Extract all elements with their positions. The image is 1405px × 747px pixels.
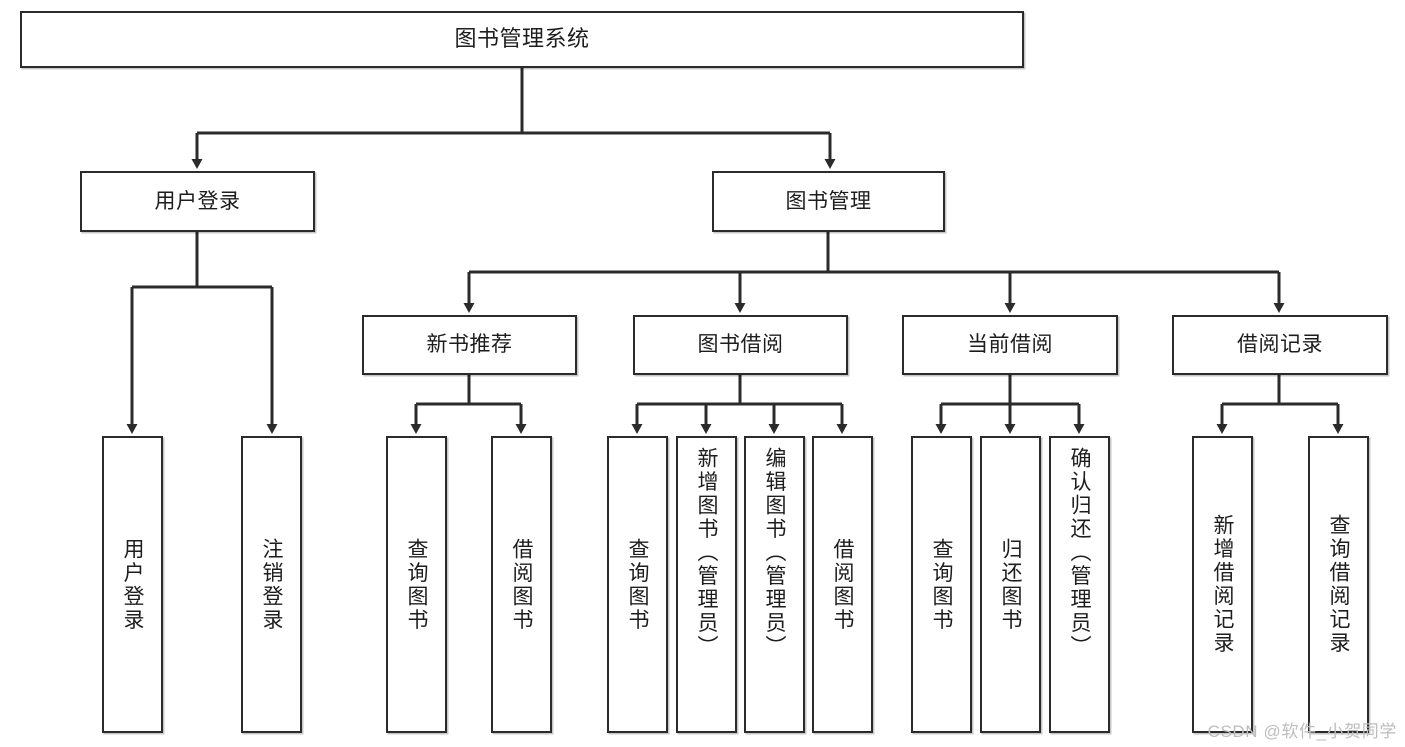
node-label: 当前借阅 [967,333,1053,357]
node-label: 查询借阅记录 [1327,514,1350,655]
node-label: 查询图书 [405,537,428,632]
node-label: 图书管理系统 [454,26,590,52]
node-label: 借阅图书 [831,537,854,632]
node-label: 图书借阅 [697,333,784,357]
leaf-add-book-admin[interactable]: 新增图书（管理员） [676,436,737,733]
node-label: 注销登录 [260,537,283,632]
node-root-system[interactable]: 图书管理系统 [20,11,1024,68]
leaf-query-book-new[interactable]: 查询图书 [386,436,447,733]
node-book-borrow[interactable]: 图书借阅 [633,315,848,375]
node-label: 归还图书 [999,537,1022,632]
leaf-query-book-borrow[interactable]: 查询图书 [607,436,668,733]
node-user-login[interactable]: 用户登录 [80,171,315,232]
leaf-edit-book-admin[interactable]: 编辑图书（管理员） [744,436,805,733]
node-label: 借阅记录 [1237,333,1323,357]
leaf-query-borrow-record[interactable]: 查询借阅记录 [1308,436,1369,733]
leaf-borrow-book[interactable]: 借阅图书 [812,436,873,733]
node-label: 查询图书 [626,537,649,632]
leaf-logout[interactable]: 注销登录 [241,436,302,733]
node-label: 确认归还（管理员） [1068,447,1091,659]
node-label: 新增借阅记录 [1211,514,1234,655]
node-new-book-recommend[interactable]: 新书推荐 [362,315,577,375]
node-book-management[interactable]: 图书管理 [712,171,945,232]
leaf-return-book[interactable]: 归还图书 [980,436,1041,733]
node-label: 查询图书 [930,537,953,632]
node-label: 图书管理 [785,189,872,213]
leaf-add-borrow-record[interactable]: 新增借阅记录 [1192,436,1253,733]
node-label: 借阅图书 [510,537,533,632]
csdn-watermark: CSDN @软件_小贺同学 [1207,722,1397,741]
leaf-confirm-return-admin[interactable]: 确认归还（管理员） [1049,436,1110,733]
node-label: 用户登录 [154,189,241,213]
node-label: 新增图书（管理员） [695,447,718,659]
leaf-query-book-current[interactable]: 查询图书 [911,436,972,733]
node-current-borrow[interactable]: 当前借阅 [902,315,1118,375]
leaf-user-login[interactable]: 用户登录 [102,436,163,733]
leaf-borrow-book-new[interactable]: 借阅图书 [491,436,552,733]
node-borrow-record[interactable]: 借阅记录 [1172,315,1388,375]
node-label: 新书推荐 [426,333,513,357]
node-label: 编辑图书（管理员） [763,447,786,659]
node-label: 用户登录 [121,537,144,632]
